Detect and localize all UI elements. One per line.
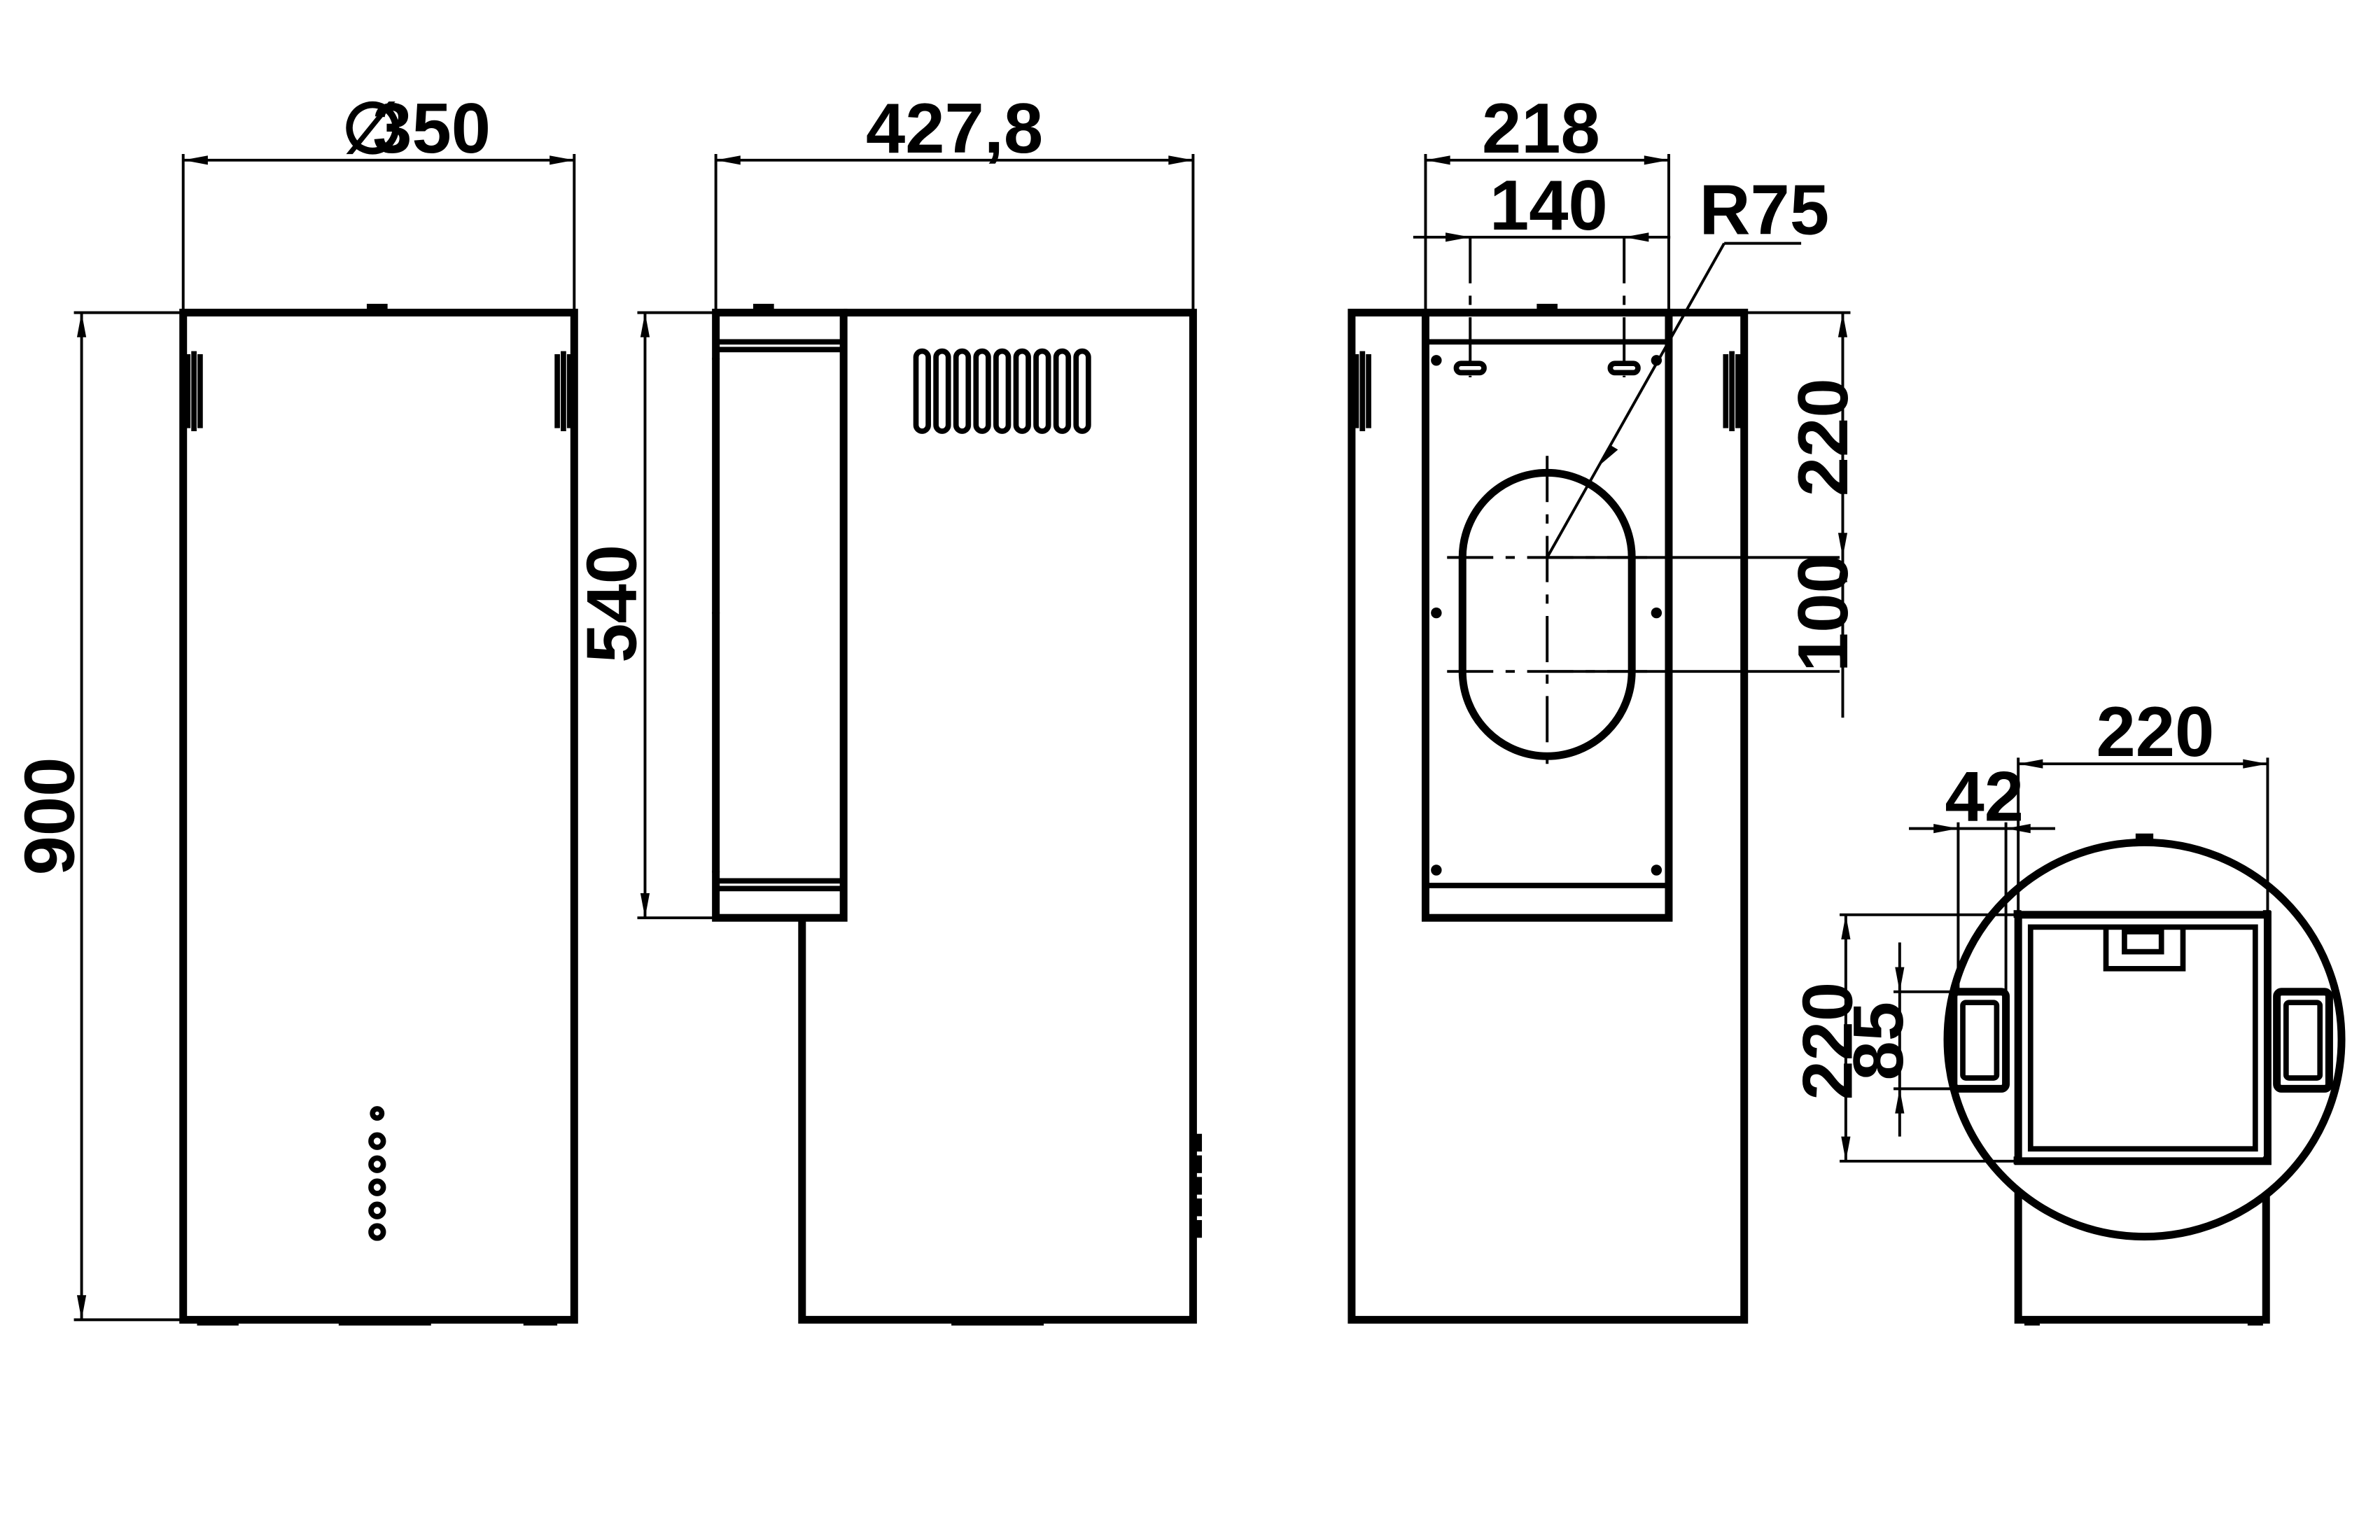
dim-top-height: 220 [1788, 982, 1868, 1100]
top-connector-tab [2103, 927, 2186, 972]
dim-side-height: 540 [572, 545, 651, 663]
back-mounting-plate [1421, 309, 1673, 922]
side-view: 427,8 540 [572, 89, 1203, 1326]
dim-side-width: 427,8 [866, 89, 1043, 168]
dim-front-height: 900 [10, 757, 90, 876]
side-chimney-box [712, 309, 848, 922]
front-top-knob [366, 303, 388, 313]
dim-back-width: 218 [1482, 89, 1600, 168]
dim-top-offset: 42 [1945, 757, 2024, 836]
back-right-grille-icon [1723, 351, 1741, 431]
top-inner-box [2027, 924, 2258, 1152]
dim-hole-spacing: 140 [1490, 166, 1608, 245]
front-view: ∅ 350 900 [10, 89, 578, 1326]
top-outer-box [2014, 911, 2272, 1166]
front-left-grille-icon [185, 351, 203, 431]
dim-top-inner: 85 [1839, 1002, 1918, 1081]
side-vent-slots-icon [913, 348, 1091, 434]
side-top-knob [752, 303, 774, 313]
radius-leader [1546, 242, 1726, 559]
control-buttons-icon [368, 1106, 386, 1241]
dim-top-to-center: 220 [1784, 378, 1863, 496]
mounting-screws-icon [1431, 355, 1662, 876]
mounting-slots-icon [1453, 360, 1641, 376]
side-control-knobs-icon [1190, 1133, 1203, 1238]
dim-top-width: 220 [2096, 692, 2215, 771]
dim-front-width: 350 [372, 89, 491, 168]
top-left-handle-icon [1949, 988, 2010, 1093]
diameter-symbol: ∅ [342, 89, 403, 168]
back-view: 218 140 R75 220 100 [1348, 89, 1863, 1324]
back-left-grille-icon [1353, 351, 1371, 431]
front-body-outline [179, 309, 578, 1324]
side-body-outline [798, 309, 1197, 1324]
top-connector-icon [2122, 929, 2164, 955]
front-right-grille-icon [554, 351, 573, 431]
detail-circle [1943, 838, 2346, 1241]
dim-center-spacing: 100 [1784, 554, 1863, 672]
back-top-knob [1536, 303, 1558, 313]
chimney-stub [2014, 1190, 2270, 1324]
top-knob [2135, 833, 2154, 843]
top-view: 220 42 220 85 [1788, 692, 2346, 1326]
top-right-handle-icon [2273, 988, 2333, 1093]
dim-radius: R75 [1700, 170, 1830, 249]
